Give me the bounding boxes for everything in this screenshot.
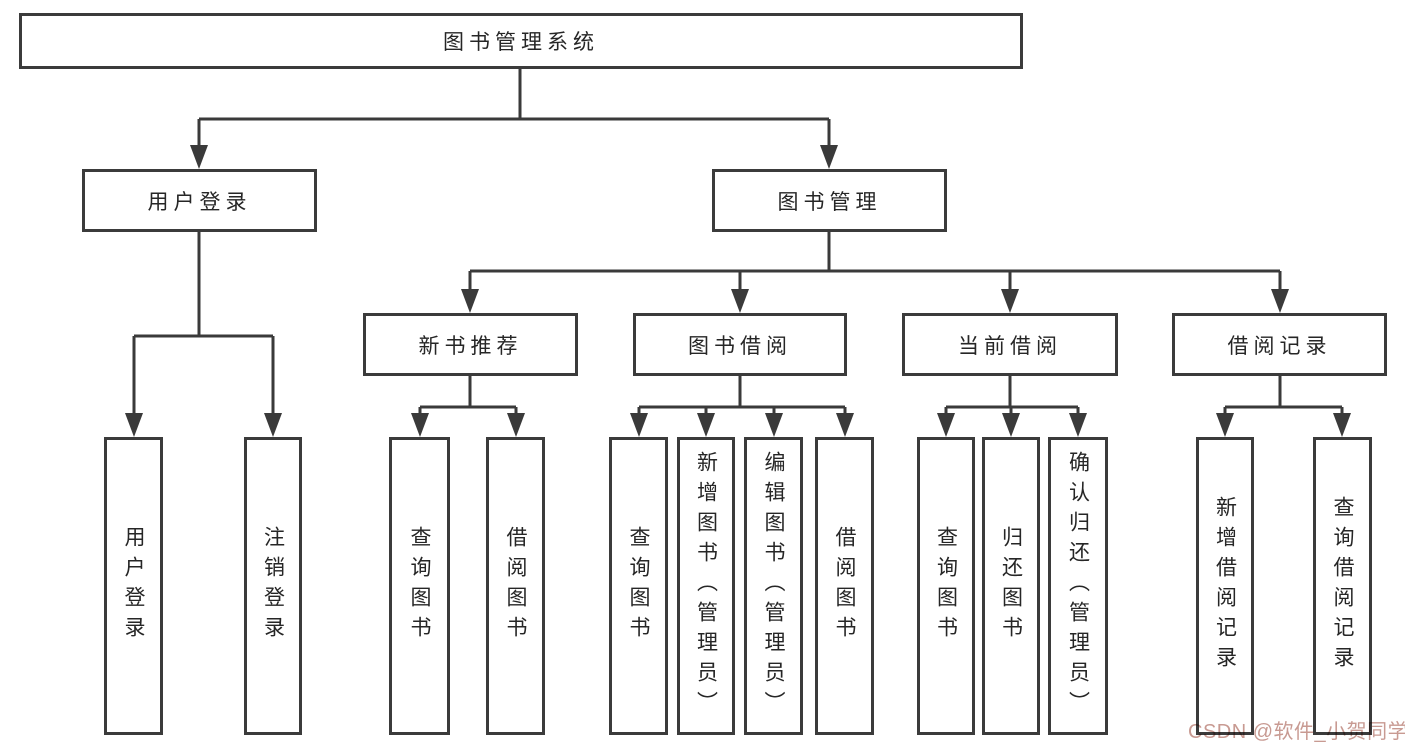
node-book-borrowing: 图书借阅 — [633, 313, 847, 376]
node-borrowing-records: 借阅记录 — [1172, 313, 1387, 376]
node-user-login: 用户登录 — [82, 169, 317, 232]
node-logout: 注销登录 — [244, 437, 302, 735]
node-borrow-books-recommend: 借阅图书 — [486, 437, 545, 735]
node-add-books-admin: 新增图书（管理员） — [677, 437, 735, 735]
node-current-borrowing: 当前借阅 — [902, 313, 1118, 376]
node-query-books-recommend: 查询图书 — [389, 437, 450, 735]
node-return-books: 归还图书 — [982, 437, 1040, 735]
node-book-management: 图书管理 — [712, 169, 947, 232]
node-query-books-current: 查询图书 — [917, 437, 975, 735]
node-root: 图书管理系统 — [19, 13, 1023, 69]
arrowheads — [125, 145, 1351, 437]
node-edit-books-admin: 编辑图书（管理员） — [744, 437, 803, 735]
node-new-book-recommendation: 新书推荐 — [363, 313, 578, 376]
node-add-borrow-record: 新增借阅记录 — [1196, 437, 1254, 735]
node-user-login-leaf: 用户登录 — [104, 437, 163, 735]
node-confirm-return-admin: 确认归还（管理员） — [1048, 437, 1108, 735]
node-query-books-borrowing: 查询图书 — [609, 437, 668, 735]
node-query-borrow-record: 查询借阅记录 — [1313, 437, 1372, 735]
node-borrow-books: 借阅图书 — [815, 437, 874, 735]
watermark-text: CSDN @软件_小贺同学 — [1188, 721, 1405, 743]
